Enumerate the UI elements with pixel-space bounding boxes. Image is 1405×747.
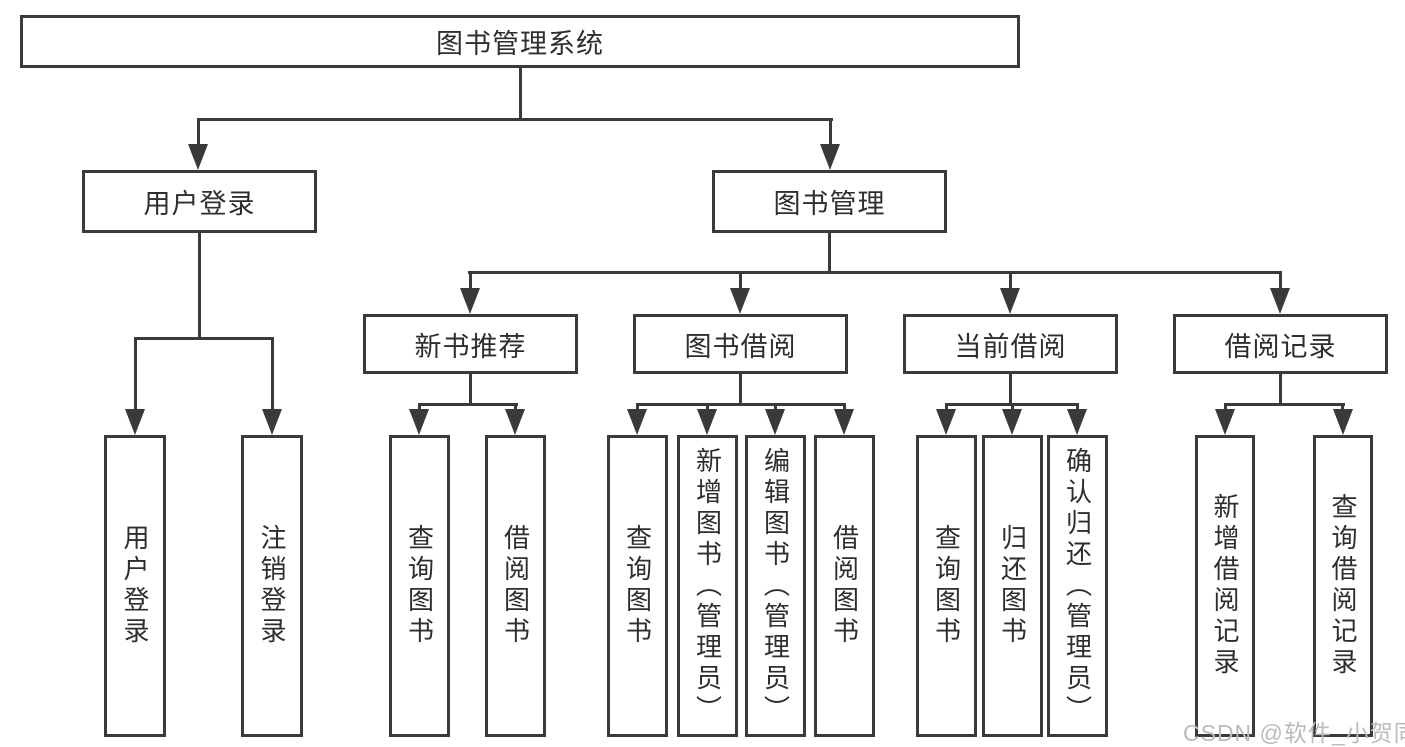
connector-borrowing-bar	[636, 403, 846, 406]
connector-newbook-bar	[418, 403, 518, 406]
arrow-down-icon	[730, 288, 750, 314]
connector-bookmgmt-bar	[468, 271, 1282, 274]
connector-bookmgmt-drop-2	[739, 271, 742, 291]
leaf-return-books: 归还图书	[982, 435, 1043, 737]
connector-records-stem	[1279, 374, 1282, 405]
arrow-down-icon	[1215, 409, 1235, 435]
connector-bookmgmt-drop-4	[1279, 271, 1282, 291]
connector-borrowing-drop-4	[843, 403, 846, 411]
connector-borrowing-drop-1	[636, 403, 639, 411]
connector-current-stem	[1009, 374, 1012, 405]
connector-current-drop-2	[1011, 403, 1014, 411]
connector-userlogin-stem	[198, 233, 201, 339]
leaf-confirm-return-admin: 确认归还（管理员）	[1047, 435, 1108, 737]
arrow-down-icon	[1270, 288, 1290, 314]
arrow-down-icon	[627, 409, 647, 435]
arrow-down-icon	[1002, 409, 1022, 435]
connector-userlogin-bar	[134, 337, 274, 340]
leaf-query-books-current: 查询图书	[916, 435, 977, 737]
connector-borrowing-drop-3	[774, 403, 777, 411]
arrow-down-icon	[409, 409, 429, 435]
connector-newbook-drop-1	[418, 403, 421, 411]
arrow-down-icon	[262, 409, 282, 435]
node-borrowing-records: 借阅记录	[1173, 314, 1388, 374]
leaf-query-books-recommend: 查询图书	[389, 435, 450, 737]
leaf-add-books-admin: 新增图书（管理员）	[677, 435, 738, 737]
connector-records-drop-1	[1224, 403, 1227, 411]
connector-userlogin-drop-right	[271, 337, 274, 413]
arrow-down-icon	[697, 409, 717, 435]
node-root-library-management-system: 图书管理系统	[20, 15, 1020, 68]
leaf-user-login: 用户登录	[104, 435, 166, 737]
connector-bookmgmt-stem	[828, 233, 831, 273]
node-new-book-recommendation: 新书推荐	[363, 314, 578, 374]
arrow-down-icon	[834, 409, 854, 435]
leaf-logout: 注销登录	[241, 435, 303, 737]
arrow-down-icon	[125, 409, 145, 435]
connector-root-drop-left	[197, 118, 200, 150]
leaf-add-borrow-record: 新增借阅记录	[1195, 435, 1255, 737]
node-book-management-branch: 图书管理	[712, 170, 947, 233]
node-user-login-branch: 用户登录	[82, 170, 317, 233]
leaf-borrow-books-recommend: 借阅图书	[485, 435, 546, 737]
arrow-down-icon	[460, 288, 480, 314]
connector-root-bar	[197, 118, 833, 121]
connector-root-stem	[519, 68, 522, 118]
connector-current-drop-1	[945, 403, 948, 411]
connector-newbook-stem	[469, 374, 472, 405]
leaf-edit-books-admin: 编辑图书（管理员）	[745, 435, 806, 737]
node-book-borrowing: 图书借阅	[633, 314, 848, 374]
connector-bookmgmt-drop-1	[469, 271, 472, 291]
connector-borrowing-stem	[739, 374, 742, 405]
connector-records-drop-2	[1341, 403, 1344, 411]
arrow-down-icon	[936, 409, 956, 435]
connector-root-drop-right	[829, 118, 832, 150]
connector-bookmgmt-drop-3	[1009, 271, 1012, 291]
connector-newbook-drop-2	[514, 403, 517, 411]
arrow-down-icon	[188, 144, 208, 170]
arrow-down-icon	[505, 409, 525, 435]
arrow-down-icon	[1067, 409, 1087, 435]
connector-borrowing-drop-2	[706, 403, 709, 411]
csdn-watermark: CSDN @软件_小贺同学	[1183, 720, 1405, 746]
connector-records-bar	[1224, 403, 1345, 406]
node-current-borrowing: 当前借阅	[903, 314, 1118, 374]
connector-userlogin-drop-left	[134, 337, 137, 413]
leaf-query-borrow-record: 查询借阅记录	[1313, 435, 1373, 737]
arrow-down-icon	[1000, 288, 1020, 314]
arrow-down-icon	[765, 409, 785, 435]
arrow-down-icon	[820, 144, 840, 170]
leaf-borrow-books-borrowing: 借阅图书	[814, 435, 875, 737]
connector-current-drop-3	[1076, 403, 1079, 411]
leaf-query-books-borrowing: 查询图书	[607, 435, 668, 737]
arrow-down-icon	[1333, 409, 1353, 435]
